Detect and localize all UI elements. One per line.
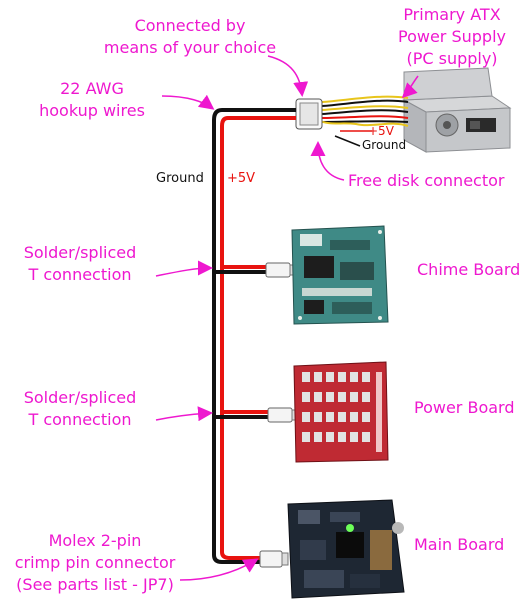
power-board <box>293 361 389 463</box>
atx-power-supply <box>402 67 512 153</box>
label-free-disk: Free disk connector <box>348 171 505 190</box>
solder1-line-1: Solder/spliced <box>23 243 137 262</box>
label-solder-2: Solder/spliced T connection <box>4 387 156 431</box>
connected-line-1: Connected by <box>134 16 246 35</box>
psu-line-3: (PC supply) <box>406 49 498 68</box>
label-solder-1: Solder/spliced T connection <box>4 242 156 286</box>
label-molex: Molex 2-pin crimp pin connector (See par… <box>0 530 190 596</box>
solder1-line-2: T connection <box>28 265 132 284</box>
label-psu: Primary ATX Power Supply (PC supply) <box>376 4 528 70</box>
psu-line-1: Primary ATX <box>403 5 501 24</box>
connected-line-2: means of your choice <box>103 38 277 57</box>
wire-trunk <box>212 108 296 564</box>
annotation-arrows <box>155 55 419 581</box>
connector-main <box>259 550 289 568</box>
awg-line-1: 22 AWG <box>60 79 124 98</box>
main-board <box>287 499 405 599</box>
label-awg: 22 AWG hookup wires <box>30 78 154 122</box>
label-connected-by: Connected by means of your choice <box>80 15 300 59</box>
label-ground-top: Ground <box>362 138 407 152</box>
label-ground-left: Ground <box>156 171 204 186</box>
psu-line-2: Power Supply <box>398 27 506 46</box>
chime-board <box>291 225 389 325</box>
solder2-line-1: Solder/spliced <box>23 388 137 407</box>
connector-chime <box>265 262 297 278</box>
label-plus5-top: +5V <box>368 124 394 138</box>
molex-line-2: crimp pin connector <box>14 553 176 572</box>
molex-line-1: Molex 2-pin <box>48 531 142 550</box>
solder2-line-2: T connection <box>28 410 132 429</box>
label-plus5-left: +5V <box>227 171 256 186</box>
awg-line-2: hookup wires <box>39 101 145 120</box>
connector-power <box>267 407 299 423</box>
molex-line-3: (See parts list - JP7) <box>16 575 174 594</box>
psu-cable-bundle <box>317 95 409 127</box>
label-chime-board: Chime Board <box>417 260 521 279</box>
label-main-board: Main Board <box>414 535 505 554</box>
label-power-board: Power Board <box>414 398 515 417</box>
